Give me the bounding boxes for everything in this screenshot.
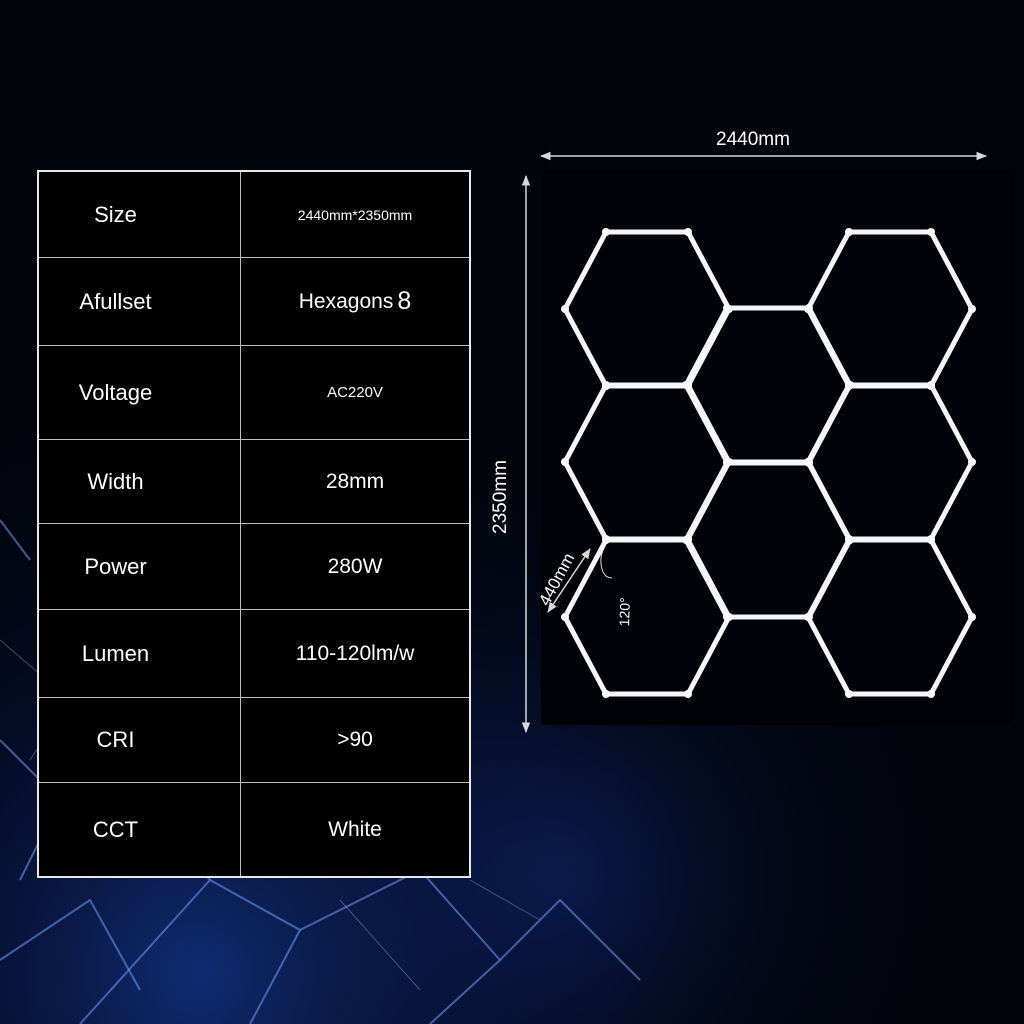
hexagon-5-connector <box>927 381 935 389</box>
hexagon-3-connector <box>723 304 731 312</box>
hexagon-7-connector <box>561 613 569 621</box>
hexagon-4 <box>562 382 732 542</box>
label-voltage: Voltage <box>39 346 241 440</box>
hexagon-8-connector <box>804 613 812 621</box>
hexagon-1-connector <box>602 228 610 236</box>
hexagon-7-connector <box>602 536 610 544</box>
hexagon-4-connector <box>602 381 610 389</box>
width-label: 2440mm <box>716 129 790 150</box>
angle-label: 120° <box>616 597 634 627</box>
hexagon-3-connector <box>805 304 813 312</box>
hexagon-8-connector <box>968 613 976 621</box>
hexagon-2 <box>805 229 975 389</box>
hexagon-7-connector <box>602 690 610 698</box>
value-cri: >90 <box>241 698 469 783</box>
hexagon-6 <box>683 460 853 620</box>
hexagon-8 <box>805 537 975 697</box>
hexagon-7-connector <box>725 613 733 621</box>
hexagon-1-connector <box>684 228 692 236</box>
height-label: 2350mm <box>490 460 511 534</box>
hexagon-4-connector <box>684 381 692 389</box>
hexagon-8-connector <box>927 536 935 544</box>
hexagon-group <box>561 228 976 698</box>
value-lumen: 110-120lm/w <box>241 610 469 698</box>
hexagon-7 <box>562 537 732 697</box>
hexagon-6-connector <box>805 459 813 467</box>
value-power: 280W <box>241 524 469 610</box>
label-power: Power <box>39 524 241 610</box>
hexagon-6-connector <box>723 459 731 467</box>
side-dimension-arrow <box>547 548 591 613</box>
hexagon-5-connector <box>968 458 976 466</box>
hexagon-2-connector <box>968 305 976 313</box>
hexagon-count: 8 <box>397 287 412 315</box>
hexagon-2-connector <box>927 228 935 236</box>
label-cct: CCT <box>39 783 241 876</box>
diagram-panel <box>541 170 1013 725</box>
hexagon-7-connector <box>684 690 692 698</box>
hexagon-4-connector <box>561 458 569 466</box>
label-size: Size <box>39 172 241 258</box>
hexagon-8-connector <box>845 536 853 544</box>
label-afullset: Afullset <box>39 258 241 346</box>
hexagon-2-connector <box>845 228 853 236</box>
label-cri: CRI <box>39 698 241 783</box>
hexagon-5-connector <box>845 381 853 389</box>
label-width: Width <box>39 440 241 524</box>
value-cct: White <box>328 817 382 841</box>
angle-arc <box>600 547 613 579</box>
value-size: 2440mm*2350mm <box>241 172 469 258</box>
hexagon-1 <box>562 229 732 389</box>
value-width: 28mm <box>241 440 469 524</box>
hexagon-8-connector <box>927 690 935 698</box>
hexagon-7-connector <box>684 536 692 544</box>
label-lumen: Lumen <box>39 610 241 698</box>
hexagon-3 <box>683 305 853 465</box>
hexagon-8-connector <box>845 690 853 698</box>
hexagon-1-connector <box>561 305 569 313</box>
value-voltage: AC220V <box>241 346 469 440</box>
hexagon-5 <box>805 382 975 542</box>
